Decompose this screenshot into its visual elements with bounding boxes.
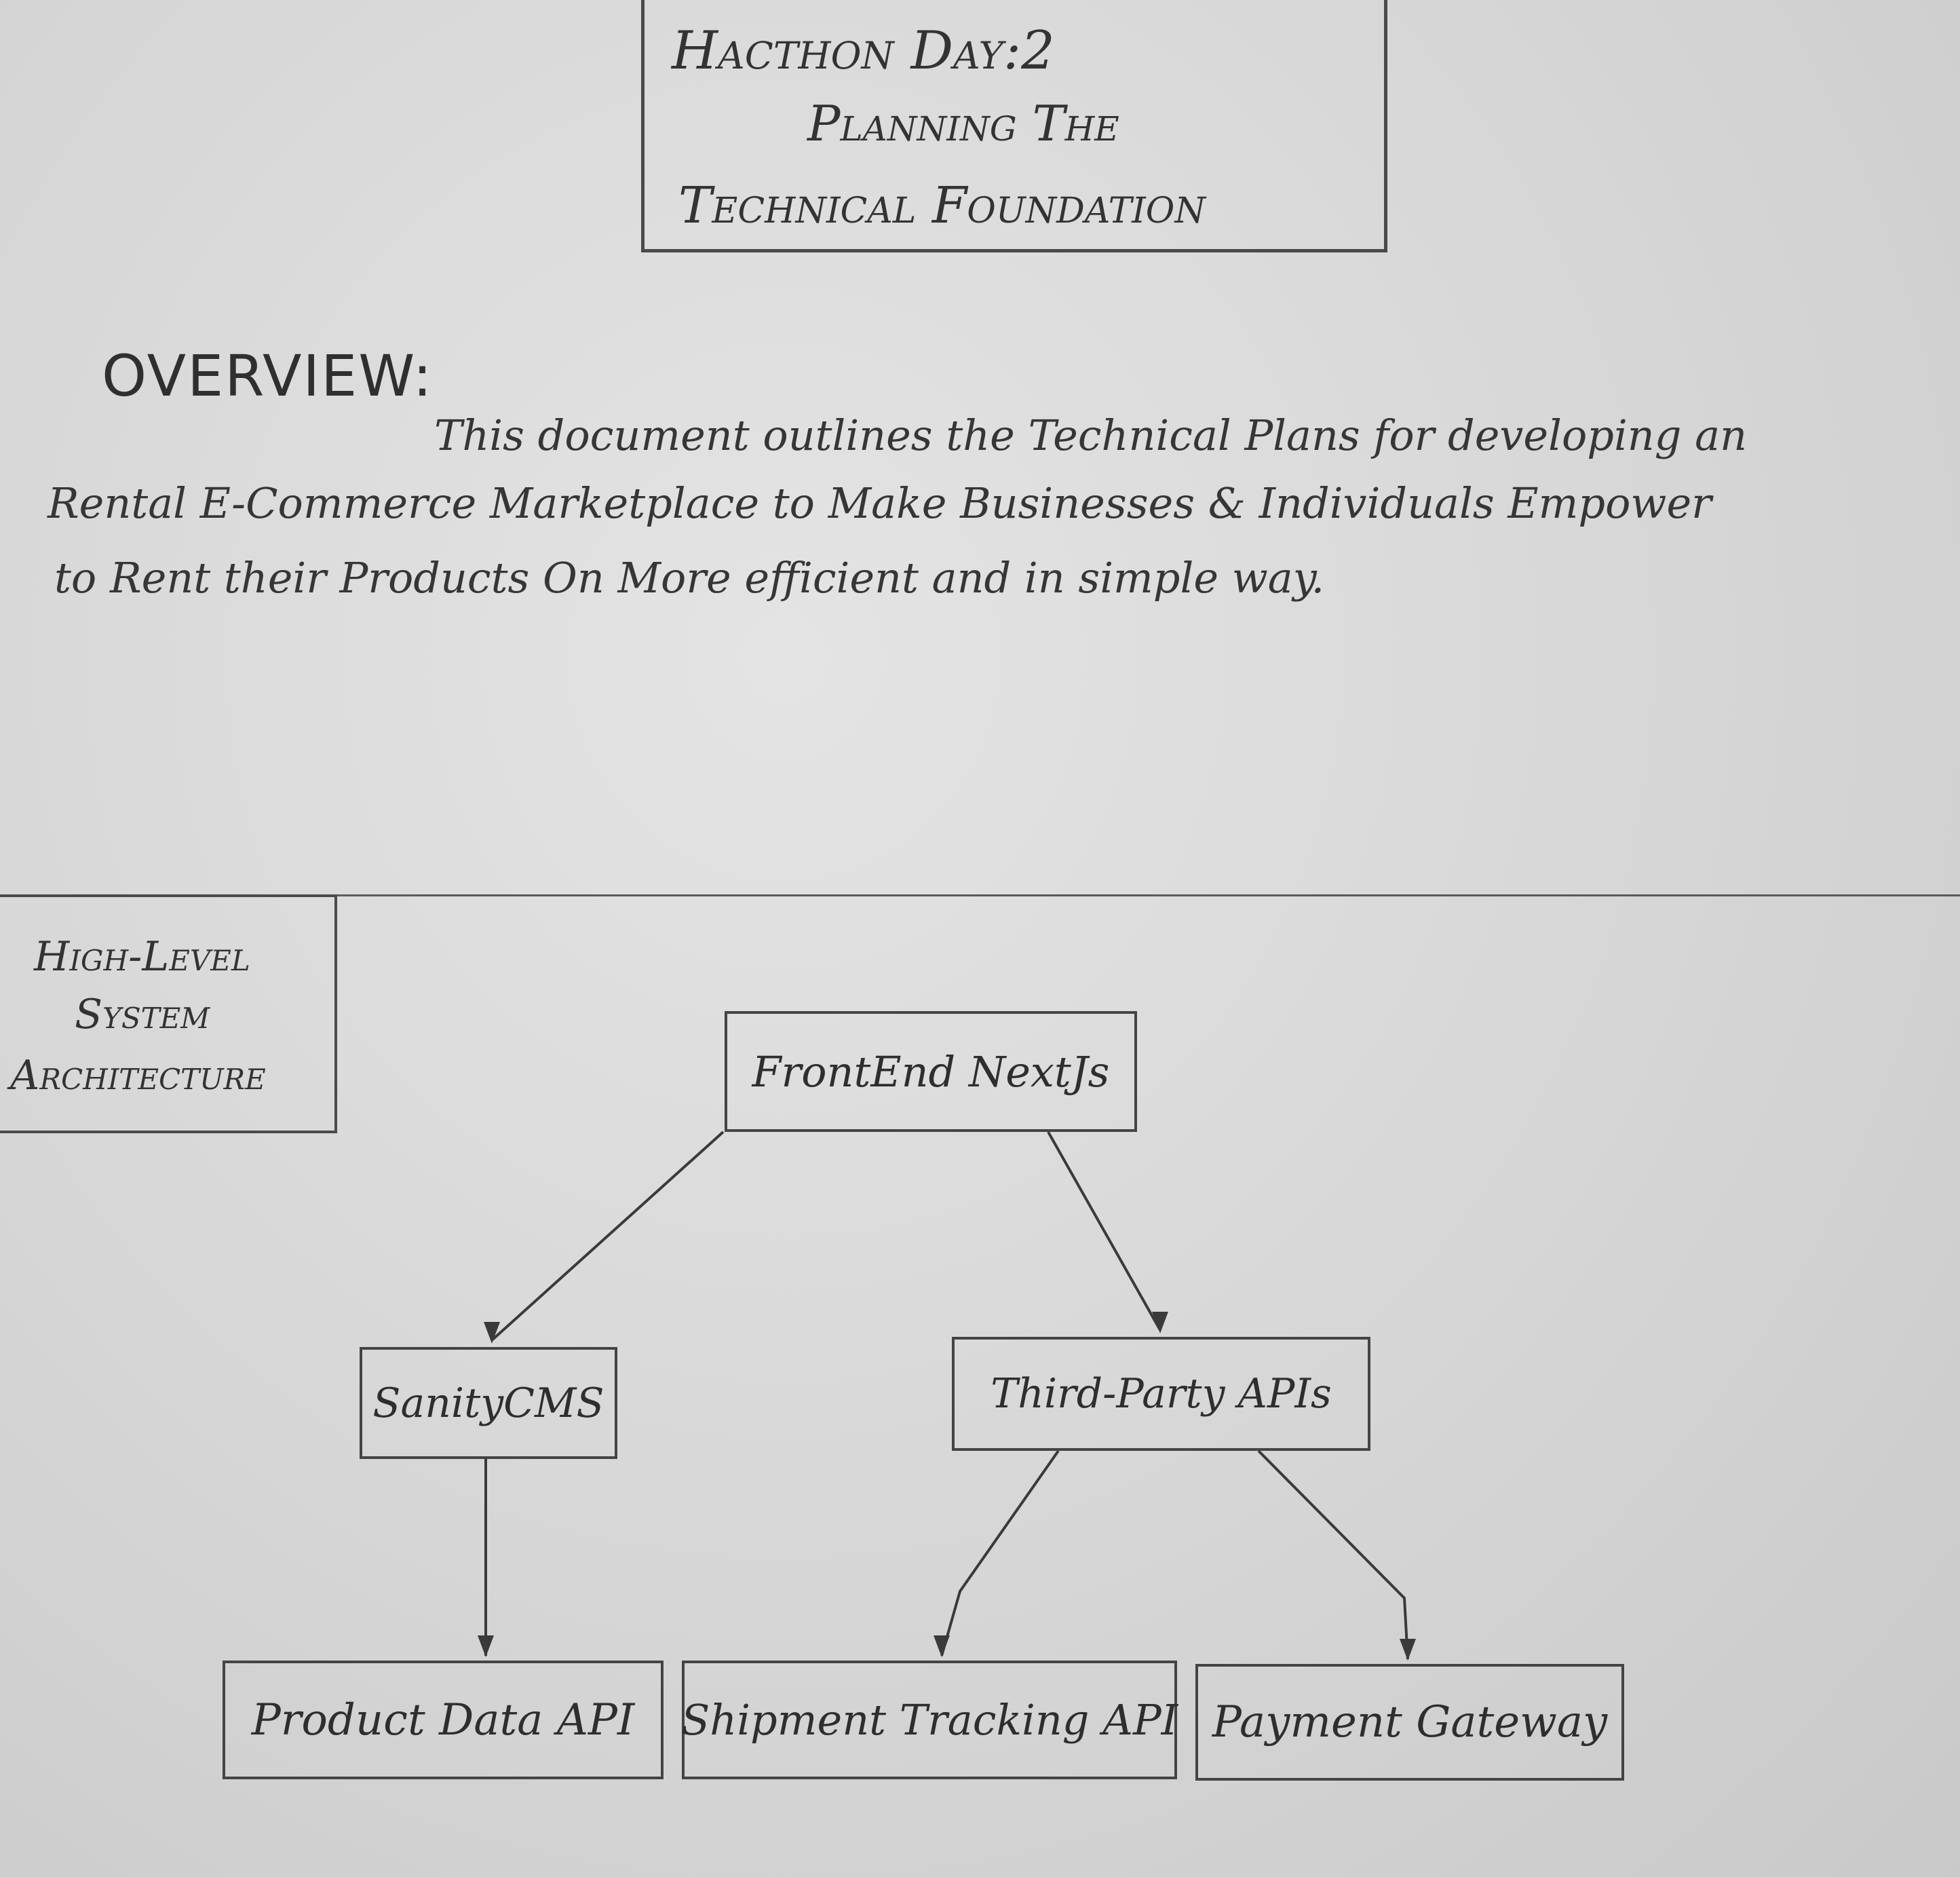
- section-label-line-1: High-Level: [34, 933, 250, 981]
- section-divider: [0, 894, 1960, 896]
- node-sanity-label: SanityCMS: [372, 1379, 604, 1427]
- section-label-box: [0, 894, 337, 1133]
- overview-heading: OVERVIEW:: [102, 343, 434, 409]
- node-third-party-apis: Third-Party APIs: [952, 1337, 1370, 1451]
- node-payment-label: Payment Gateway: [1212, 1697, 1608, 1747]
- node-shipment-tracking-api: Shipment Tracking API: [680, 1661, 1178, 1779]
- node-payment-gateway: Payment Gateway: [1195, 1664, 1624, 1781]
- section-label-line-2: System: [75, 991, 210, 1038]
- node-frontend-label: FrontEnd NextJs: [752, 1046, 1110, 1097]
- title-line-1: Hacthon Day:2: [672, 20, 1055, 81]
- node-product-label: Product Data API: [251, 1694, 635, 1745]
- node-shipment-label: Shipment Tracking API: [680, 1695, 1178, 1745]
- title-line-3: Technical Foundation: [678, 176, 1206, 235]
- overview-text-line-1: This document outlines the Technical Pla…: [434, 411, 1748, 460]
- node-third-party-label: Third-Party APIs: [991, 1370, 1332, 1418]
- overview-text-line-3: to Rent their Products On More efficient…: [54, 553, 1325, 603]
- node-product-data-api: Product Data API: [223, 1661, 664, 1779]
- section-label-line-3: Architecture: [10, 1052, 266, 1099]
- title-box: [641, 0, 1387, 252]
- overview-text-line-2: Rental E-Commerce Marketplace to Make Bu…: [47, 478, 1712, 528]
- title-line-2: Planning The: [807, 95, 1119, 152]
- node-sanity-cms: SanityCMS: [360, 1347, 617, 1459]
- node-frontend-nextjs: FrontEnd NextJs: [725, 1011, 1137, 1132]
